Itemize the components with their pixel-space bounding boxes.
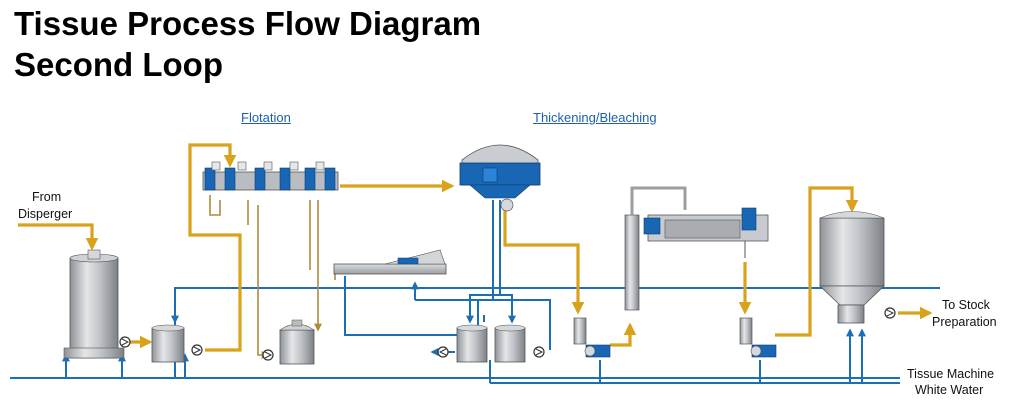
screw-press — [643, 207, 769, 258]
pump-3 — [262, 349, 274, 361]
chest-tank-2 — [456, 324, 488, 363]
stock-lines — [18, 143, 933, 352]
thickener — [459, 144, 541, 212]
storage-tower — [818, 211, 886, 324]
chest-tank-3 — [494, 324, 526, 363]
page-subtitle: Second Loop — [14, 46, 223, 83]
page-title: Tissue Process Flow Diagram — [14, 5, 482, 42]
white-water-label-line2: White Water — [915, 383, 984, 397]
mixer-pump-1 — [573, 317, 611, 358]
feed-tank — [63, 249, 125, 359]
pump-2 — [191, 344, 203, 356]
flotation-link[interactable]: Flotation — [241, 110, 291, 125]
pump-5 — [533, 346, 545, 358]
flotation-cells — [202, 161, 339, 191]
from-disperger-label-line1: From — [32, 190, 62, 204]
pump-6 — [884, 307, 896, 319]
deaerator-tank — [279, 319, 315, 365]
from-disperger-label-line2: Disperger — [18, 207, 73, 221]
mixer-pump-2 — [739, 317, 777, 358]
to-stock-prep-label-line1: To Stock — [942, 298, 990, 312]
white-water-label-line1: Tissue Machine — [907, 367, 995, 381]
pump-1 — [119, 336, 131, 348]
chest-tank-1 — [151, 324, 185, 363]
bleach-tower — [624, 186, 687, 311]
separator-cell — [333, 249, 447, 275]
reject-lines — [209, 195, 336, 359]
to-stock-prep-label-line2: Preparation — [932, 315, 997, 329]
pump-4 — [437, 346, 449, 358]
thickening-bleaching-link[interactable]: Thickening/Bleaching — [533, 110, 657, 125]
